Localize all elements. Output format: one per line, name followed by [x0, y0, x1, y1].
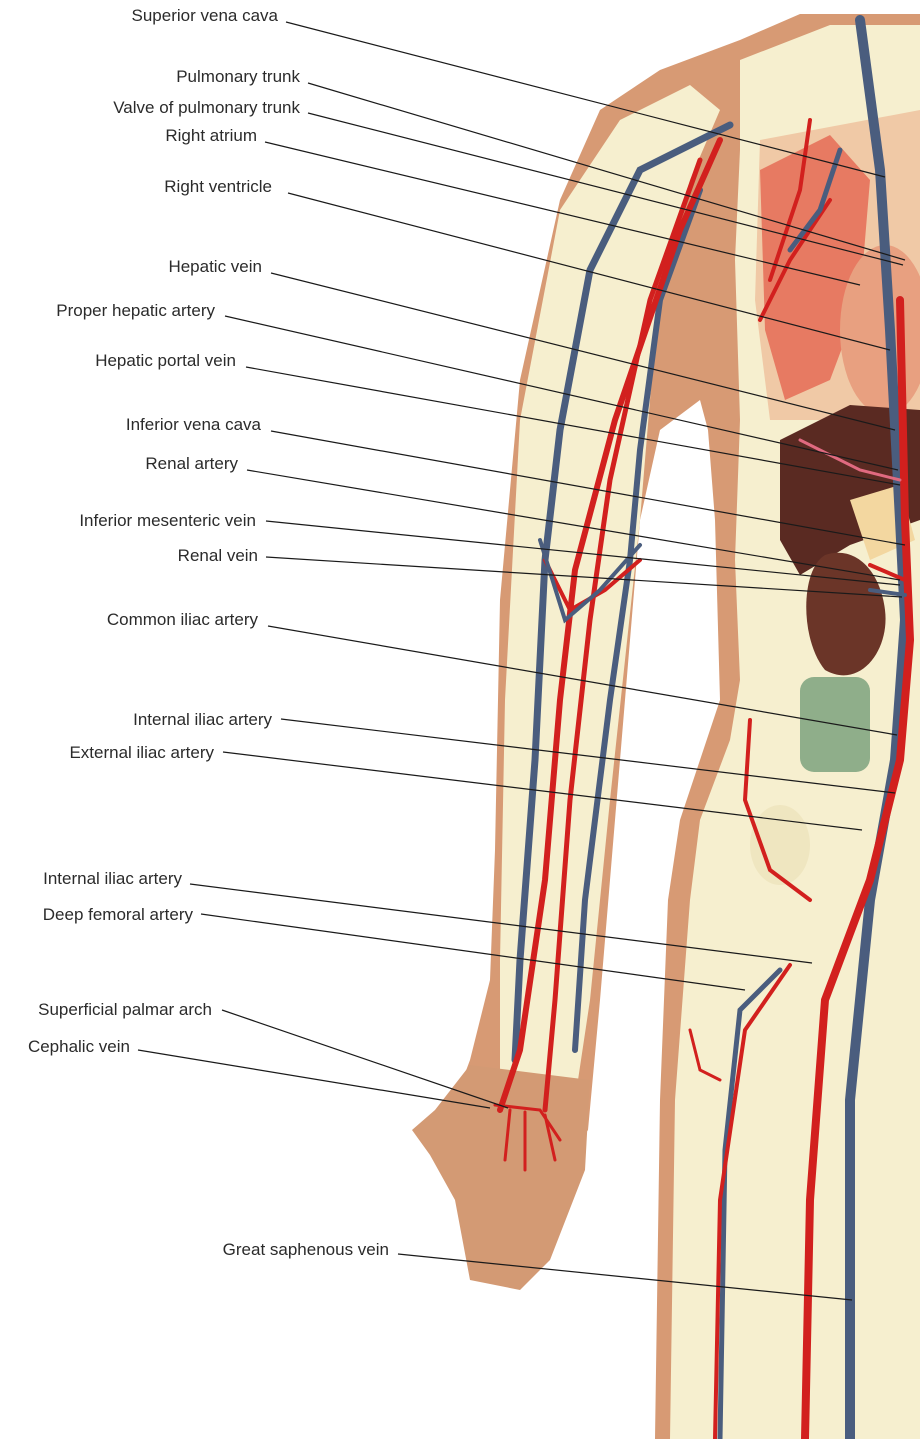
leader-line	[222, 1010, 508, 1108]
label-text: Right ventricle	[164, 177, 272, 197]
label-text: Deep femoral artery	[43, 905, 193, 925]
label-right-ventricle: Right ventricle	[0, 177, 272, 197]
label-text: External iliac artery	[69, 743, 214, 763]
leader-line	[138, 1050, 490, 1108]
label-renal-vein: Renal vein	[0, 546, 258, 566]
label-superior-vena-cava: Superior vena cava	[0, 6, 278, 26]
label-text: Pulmonary trunk	[176, 67, 300, 87]
label-text: Great saphenous vein	[223, 1240, 389, 1260]
label-superficial-palmar-arch: Superficial palmar arch	[0, 1000, 212, 1020]
label-hepatic-vein: Hepatic vein	[0, 257, 262, 277]
label-internal-iliac-artery: Internal iliac artery	[0, 710, 272, 730]
label-right-atrium: Right atrium	[0, 126, 257, 146]
label-inferior-mesenteric-vein: Inferior mesenteric vein	[0, 511, 256, 531]
label-great-saphenous-vein: Great saphenous vein	[0, 1240, 389, 1260]
label-text: Common iliac artery	[107, 610, 258, 630]
label-text: Superior vena cava	[132, 6, 278, 26]
label-internal-iliac-artery-2: Internal iliac artery	[0, 869, 182, 889]
label-pulmonary-trunk: Pulmonary trunk	[0, 67, 300, 87]
leader-line	[201, 914, 745, 990]
label-hepatic-portal-vein: Hepatic portal vein	[0, 351, 236, 371]
label-text: Renal vein	[178, 546, 258, 566]
label-text: Cephalic vein	[28, 1037, 130, 1057]
label-text: Hepatic portal vein	[95, 351, 236, 371]
label-deep-femoral-artery: Deep femoral artery	[0, 905, 193, 925]
label-common-iliac-artery: Common iliac artery	[0, 610, 258, 630]
label-text: Superficial palmar arch	[38, 1000, 212, 1020]
label-text: Right atrium	[165, 126, 257, 146]
label-text: Proper hepatic artery	[56, 301, 215, 321]
label-text: Renal artery	[145, 454, 238, 474]
label-text: Hepatic vein	[168, 257, 262, 277]
label-inferior-vena-cava: Inferior vena cava	[0, 415, 261, 435]
label-text: Internal iliac artery	[133, 710, 272, 730]
label-valve-of-pulmonary-trunk: Valve of pulmonary trunk	[0, 98, 300, 118]
body-model	[412, 14, 920, 1439]
label-text: Valve of pulmonary trunk	[113, 98, 300, 118]
label-cephalic-vein: Cephalic vein	[0, 1037, 130, 1057]
label-renal-artery: Renal artery	[0, 454, 238, 474]
label-text: Inferior vena cava	[126, 415, 261, 435]
label-external-iliac-artery: External iliac artery	[0, 743, 214, 763]
label-text: Inferior mesenteric vein	[79, 511, 256, 531]
label-proper-hepatic-artery: Proper hepatic artery	[0, 301, 215, 321]
label-text: Internal iliac artery	[43, 869, 182, 889]
